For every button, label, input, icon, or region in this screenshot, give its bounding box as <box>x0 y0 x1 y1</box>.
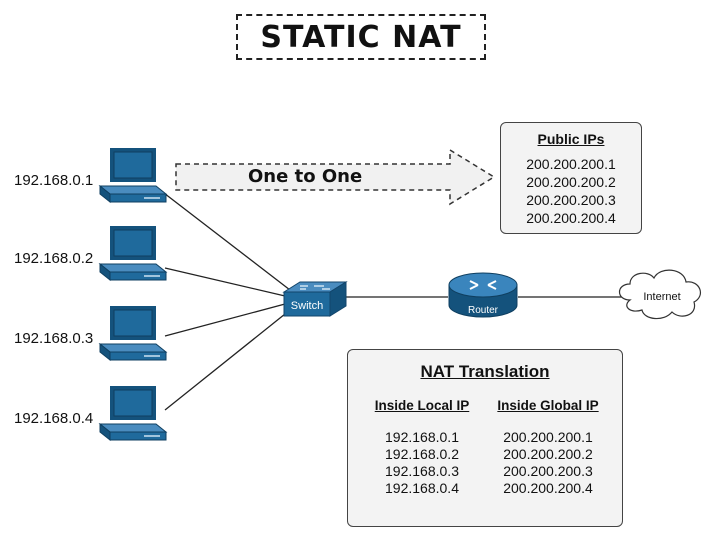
cable-pc3 <box>164 303 286 337</box>
inside-local-cell: 192.168.0.1 <box>385 429 459 445</box>
cable-pc2 <box>164 267 286 297</box>
computer-icon <box>98 306 168 362</box>
public-ip-item: 200.200.200.1 <box>526 156 616 172</box>
cable-pc4 <box>164 309 291 411</box>
switch-label: Switch <box>291 300 323 312</box>
inside-global-cell: 200.200.200.3 <box>503 463 593 479</box>
computer-icon <box>98 386 168 442</box>
title-box: STATIC NAT <box>236 14 486 60</box>
nat-translation-table: Inside Local IP 192.168.0.1 192.168.0.2 … <box>348 398 622 497</box>
diagram-title: STATIC NAT <box>260 19 462 55</box>
host-ip-label: 192.168.0.4 <box>14 410 94 427</box>
host-ip-label: 192.168.0.2 <box>14 250 94 267</box>
inside-local-cell: 192.168.0.3 <box>385 463 459 479</box>
inside-local-cell: 192.168.0.2 <box>385 446 459 462</box>
host-ip-label: 192.168.0.3 <box>14 330 94 347</box>
nat-translation-box: NAT Translation Inside Local IP 192.168.… <box>347 349 623 527</box>
inside-global-cell: 200.200.200.1 <box>503 429 593 445</box>
public-ip-item: 200.200.200.2 <box>526 174 616 190</box>
switch-icon: Switch <box>282 281 348 317</box>
internet-label: Internet <box>643 291 680 303</box>
computer-icon <box>98 226 168 282</box>
nat-translation-heading: NAT Translation <box>420 362 550 381</box>
public-ips-box: Public IPs 200.200.200.1 200.200.200.2 2… <box>500 122 642 234</box>
cable-pc1 <box>159 189 291 291</box>
public-ip-item: 200.200.200.3 <box>526 192 616 208</box>
host-ip-label: 192.168.0.1 <box>14 172 94 189</box>
inside-local-cell: 192.168.0.4 <box>385 480 459 496</box>
one-to-one-arrow <box>175 148 496 206</box>
internet-cloud-icon: Internet <box>618 269 702 320</box>
inside-global-cell: 200.200.200.2 <box>503 446 593 462</box>
public-ips-list: 200.200.200.1 200.200.200.2 200.200.200.… <box>501 155 641 227</box>
public-ips-heading: Public IPs <box>537 131 605 147</box>
inside-local-column: Inside Local IP 192.168.0.1 192.168.0.2 … <box>360 398 484 497</box>
one-to-one-label: One to One <box>248 166 363 187</box>
computer-icon <box>98 148 168 204</box>
public-ip-item: 200.200.200.4 <box>526 210 616 226</box>
router-label: Router <box>468 305 499 316</box>
inside-global-cell: 200.200.200.4 <box>503 480 593 496</box>
router-icon: Router <box>448 272 518 318</box>
inside-global-column: Inside Global IP 200.200.200.1 200.200.2… <box>486 398 610 497</box>
inside-global-header: Inside Global IP <box>497 398 599 413</box>
inside-local-header: Inside Local IP <box>374 398 470 413</box>
